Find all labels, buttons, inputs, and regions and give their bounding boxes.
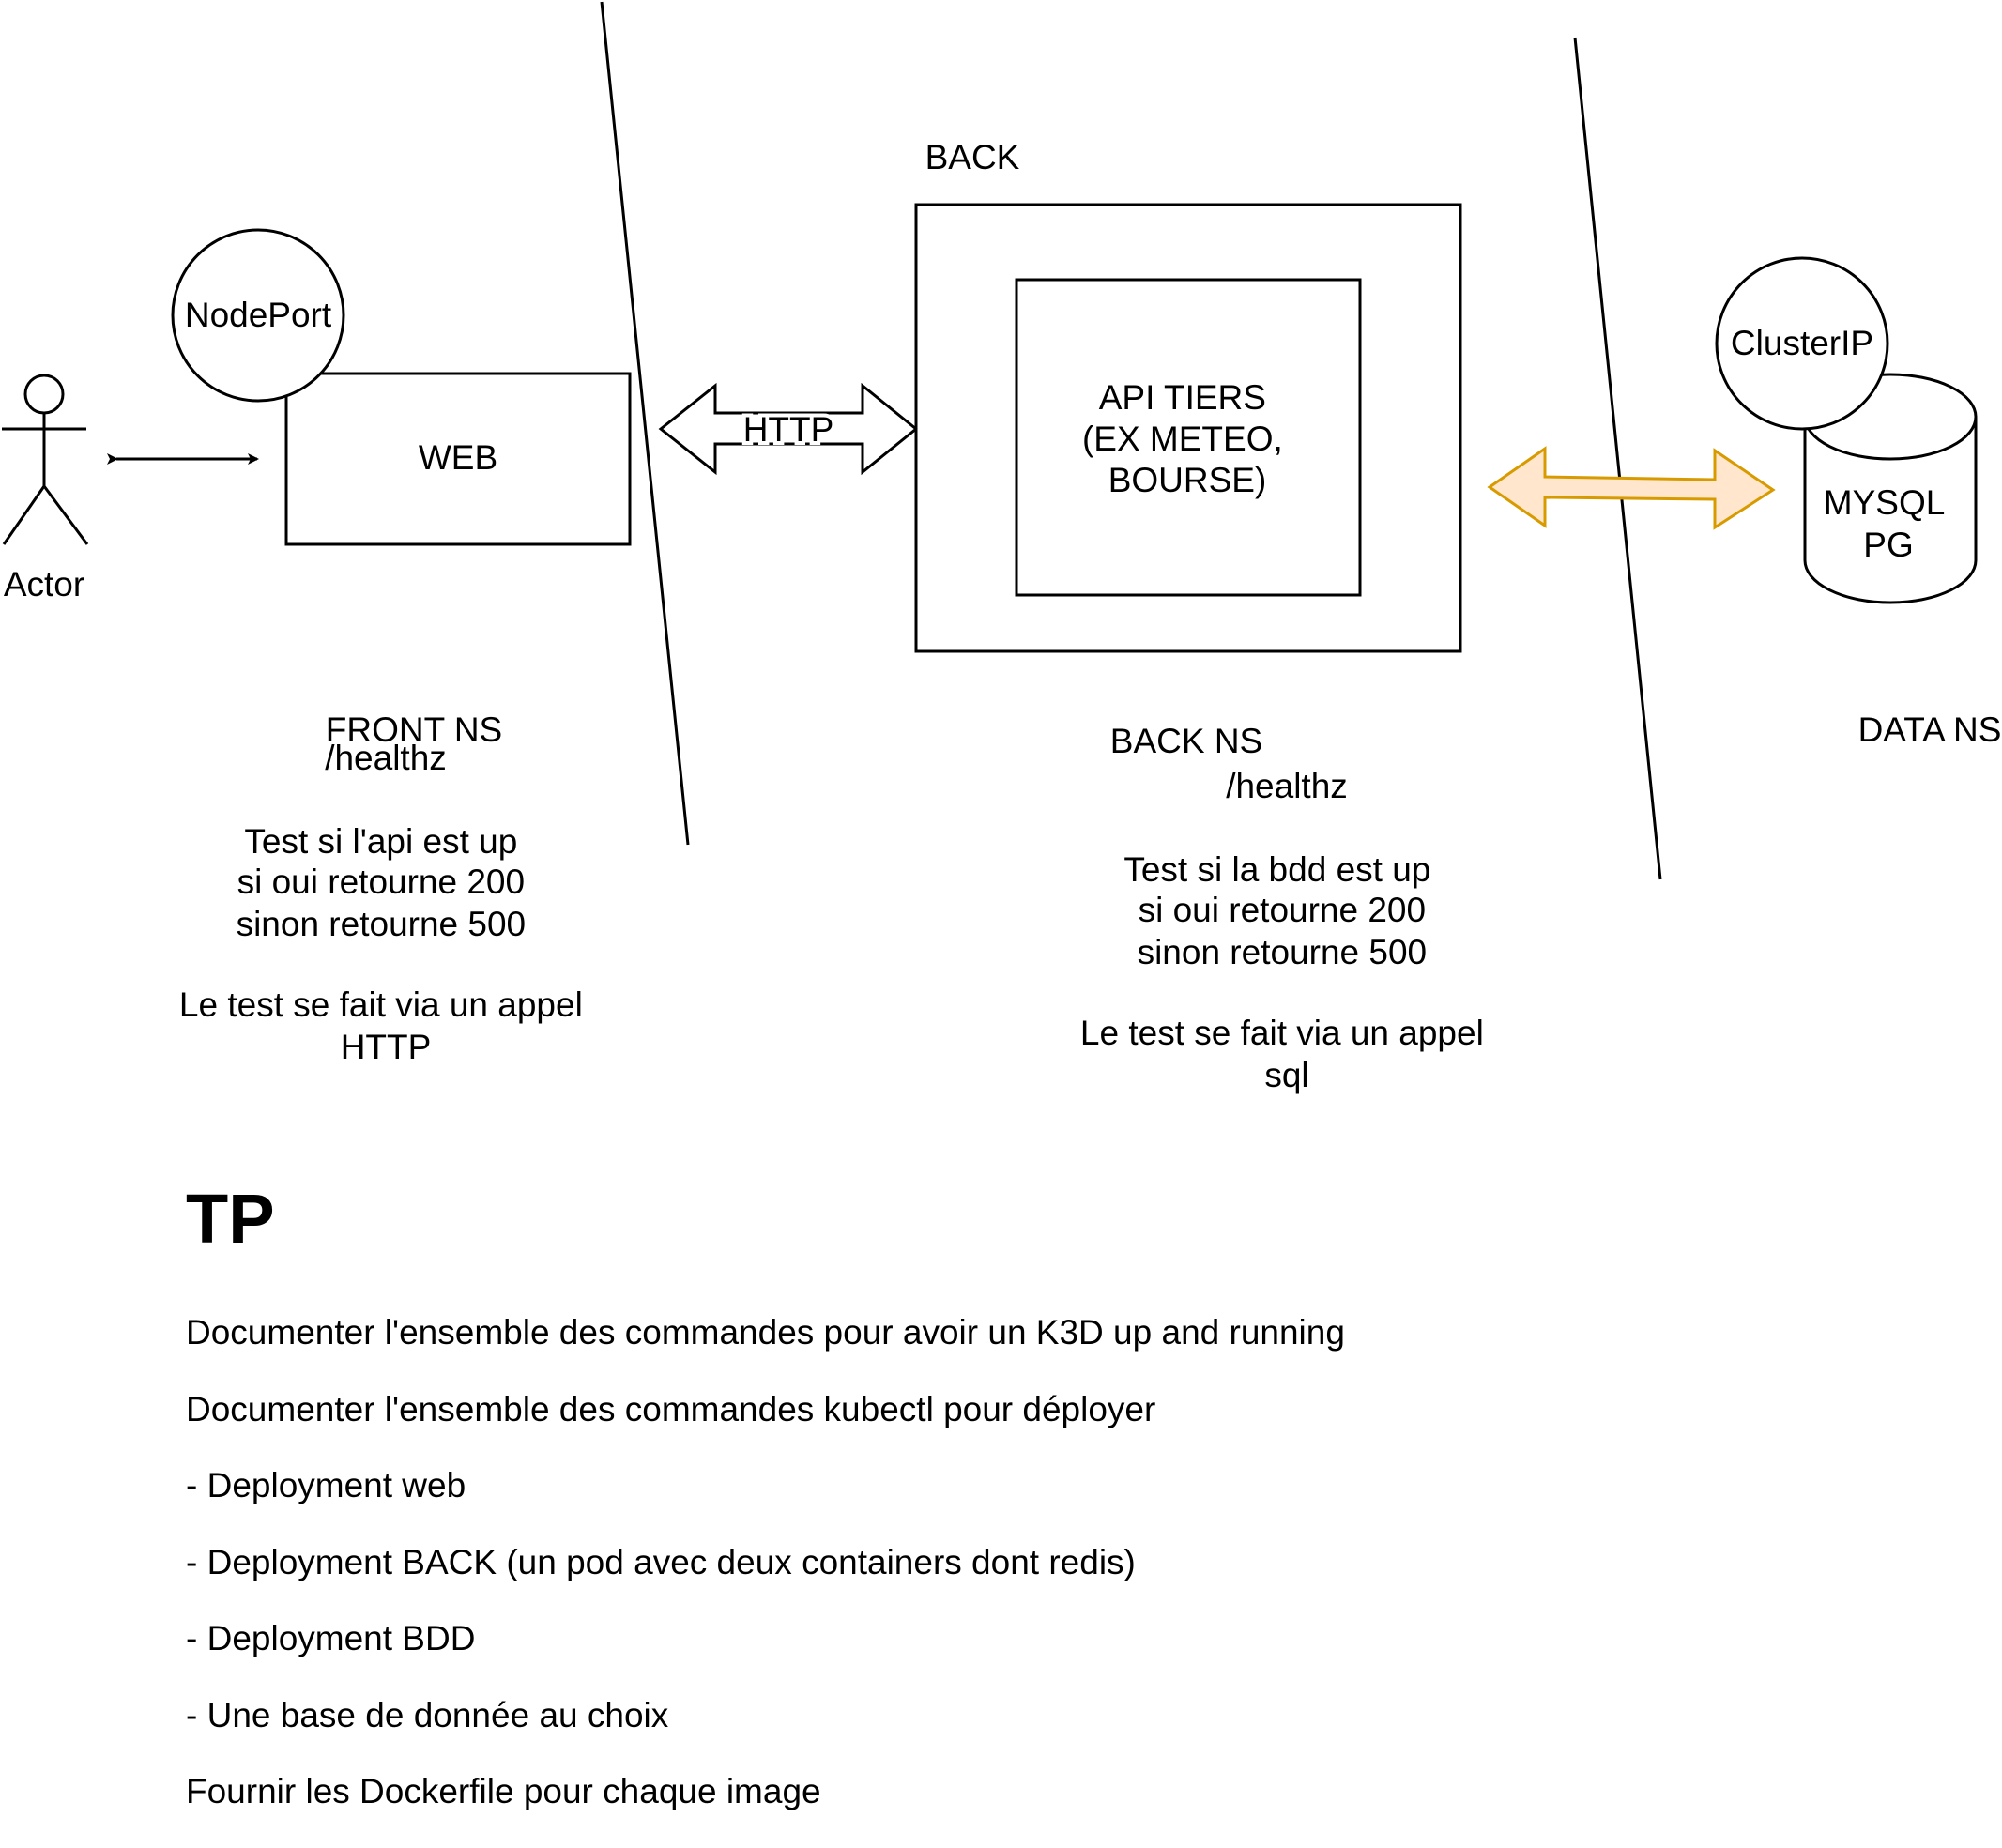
clusterip-label: ClusterIP — [1731, 324, 1873, 362]
back-ns-healthz: /healthz — [1226, 767, 1348, 805]
front-ns-title: FRONT NS — [326, 710, 502, 749]
db-connection-arrow — [1487, 446, 1776, 530]
nodeport-circle — [171, 228, 345, 403]
front-ns-description: Test si l'api est up si oui retourne 200… — [179, 822, 592, 1066]
api-tiers-line: (EX METEO, — [1082, 420, 1283, 458]
back-ns-line: Le test se fait via un appel — [1080, 1014, 1484, 1052]
tp-item: - Deployment web — [186, 1466, 466, 1504]
http-label: HTTP — [743, 410, 834, 449]
back-ns-line: si oui retourne 200 — [1139, 891, 1426, 929]
tp-item: - Deployment BACK (un pod avec deux cont… — [186, 1542, 1136, 1581]
front-back-divider — [600, 1, 690, 846]
database-label: MYSQL PG — [1824, 483, 1953, 564]
tp-item: - Deployment BDD — [186, 1619, 476, 1657]
data-ns-title: DATA NS — [1858, 710, 2002, 749]
architecture-diagram: Actor WEB NodePort HTTP BACK API TIERS (… — [2, 1, 2002, 1094]
tp-instructions: Documenter l'ensemble des commandes pour… — [186, 1312, 1781, 1848]
actor-icon — [2, 374, 89, 545]
nodeport-label: NodePort — [185, 296, 332, 334]
tp-item: Documenter l'ensemble des commandes pour… — [186, 1313, 1345, 1352]
tp-item: Documenter l'ensemble des commandes kube… — [186, 1389, 1156, 1428]
api-tiers-line: API TIERS — [1099, 378, 1266, 417]
front-ns-line: Le test se fait via un appel — [179, 985, 583, 1024]
front-ns-line: sinon retourne 500 — [237, 905, 527, 943]
database-line: PG — [1863, 526, 1913, 564]
back-ns-title: BACK NS — [1110, 722, 1262, 760]
tp-item: Fournir les Dockerfile pour chaque image — [186, 1772, 821, 1810]
clusterip-circle — [1715, 256, 1889, 431]
database-line: MYSQL — [1824, 483, 1945, 522]
api-tiers-label: API TIERS (EX METEO, BOURSE) — [1082, 378, 1292, 499]
tp-title: TP — [186, 1180, 275, 1258]
tp-item: - Une base de donnée au choix — [186, 1695, 669, 1734]
actor-label: Actor — [4, 565, 84, 603]
front-ns-healthz: /healthz — [325, 739, 447, 777]
api-tiers-line: BOURSE) — [1108, 461, 1267, 499]
back-ns-line: sinon retourne 500 — [1138, 933, 1428, 971]
web-label: WEB — [419, 438, 497, 477]
back-ns-line: sql — [1264, 1056, 1308, 1094]
back-ns-line: Test si la bdd est up — [1123, 850, 1430, 889]
front-ns-line: Test si l'api est up — [244, 822, 517, 861]
back-label: BACK — [925, 138, 1020, 176]
back-ns-description: Test si la bdd est up si oui retourne 20… — [1080, 850, 1493, 1094]
web-box — [284, 372, 632, 546]
front-ns-line: si oui retourne 200 — [237, 863, 525, 901]
front-ns-line: HTTP — [341, 1028, 432, 1066]
api-tiers-box — [1015, 278, 1362, 597]
back-data-divider — [1573, 37, 1662, 880]
